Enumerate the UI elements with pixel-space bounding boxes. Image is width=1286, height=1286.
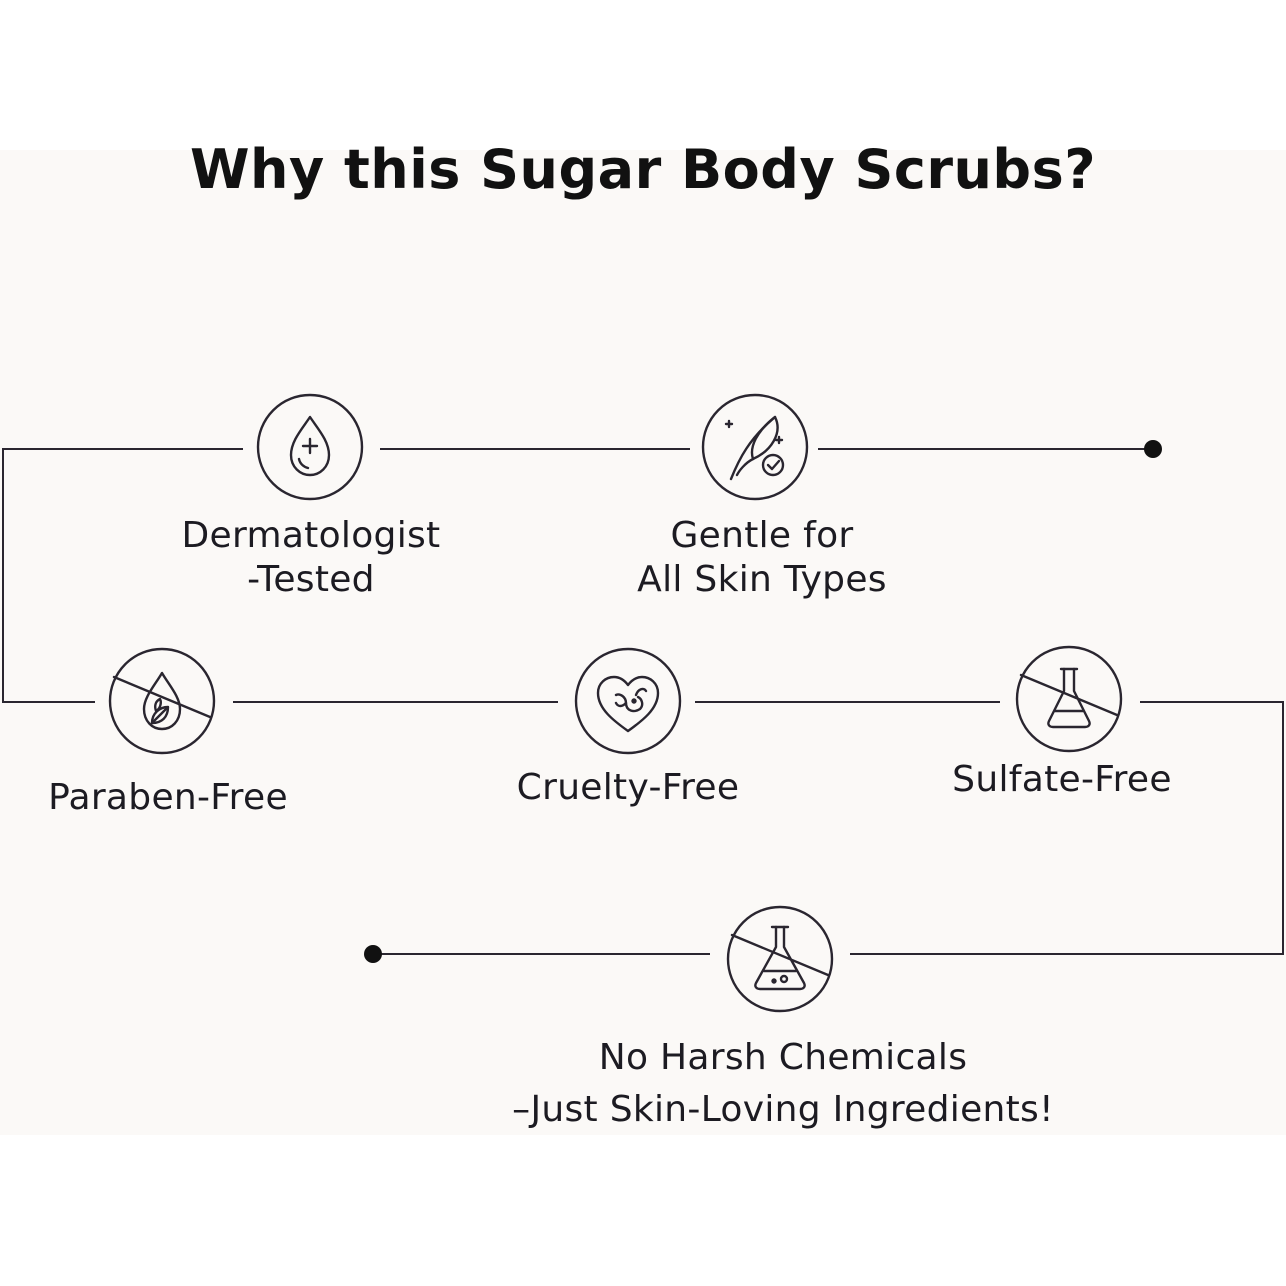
feature-label-dermatologist: Dermatologist -Tested bbox=[181, 515, 441, 600]
line-end-dot bbox=[364, 945, 382, 963]
feature-label-chemicals: No Harsh Chemicals –Just Skin-Loving Ing… bbox=[512, 1037, 1054, 1130]
feature-label-gentle: Gentle for All Skin Types bbox=[637, 515, 887, 600]
background-panel bbox=[0, 150, 1286, 1135]
feather-check-icon bbox=[701, 393, 809, 501]
no-chemical-flask-icon bbox=[726, 905, 834, 1013]
line-end-dot bbox=[1144, 440, 1162, 458]
feature-label-cruelty: Cruelty-Free bbox=[516, 767, 740, 808]
feature-label-sulfate: Sulfate-Free bbox=[952, 759, 1172, 800]
no-drop-leaf-icon bbox=[108, 647, 216, 755]
heart-bunny-icon bbox=[574, 647, 682, 755]
feature-label-paraben: Paraben-Free bbox=[48, 777, 288, 818]
page-title: Why this Sugar Body Scrubs? bbox=[189, 138, 1097, 201]
drop-plus-icon bbox=[256, 393, 364, 501]
no-flask-icon bbox=[1015, 645, 1123, 753]
